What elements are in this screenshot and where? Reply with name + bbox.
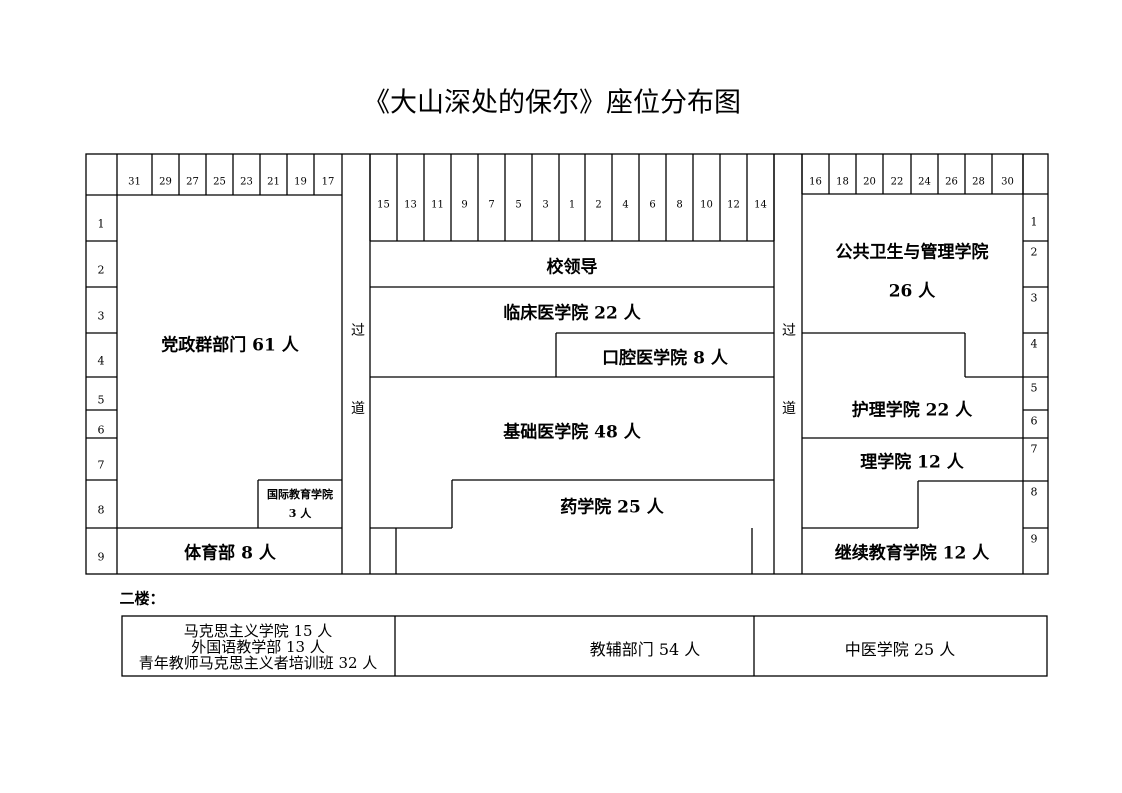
left-aisle-char-2: 道 (351, 401, 365, 417)
seat-number: 30 (1001, 176, 1014, 188)
row-number-right: 4 (1030, 337, 1038, 351)
second-floor-cell-2: 教辅部门 54 人 (589, 640, 701, 659)
row-number-right: 3 (1030, 291, 1038, 305)
second-floor-cell-1: 马克思主义学院 15 人 外国语教学部 13 人 青年教师马克思主义者培训班 3… (139, 623, 378, 671)
row-number-left: 1 (97, 217, 105, 231)
seat-number: 18 (836, 176, 849, 188)
row-number-left: 7 (97, 458, 105, 472)
seat-number: 5 (515, 199, 522, 211)
seat-number: 24 (918, 176, 931, 188)
seat-number: 10 (700, 199, 713, 211)
seat-number: 17 (321, 176, 335, 188)
second-floor-training: 青年教师马克思主义者培训班 32 人 (138, 654, 378, 672)
seat-number: 28 (972, 176, 985, 188)
row-number-left: 5 (97, 393, 105, 406)
seat-number: 25 (213, 176, 226, 188)
seat-number: 3 (542, 199, 549, 211)
seat-number: 27 (186, 176, 199, 188)
row-number-left: 3 (97, 309, 105, 323)
seat-number: 23 (240, 176, 253, 188)
seat-number: 21 (267, 176, 280, 188)
area-lixue: 理学院 12 人 (860, 452, 964, 473)
frame (85, 153, 1049, 575)
second-floor-cell-3: 中医学院 25 人 (844, 640, 956, 659)
area-tiyu: 体育部 8 人 (184, 543, 276, 564)
area-gonggong-name: 公共卫生与管理学院 (835, 242, 989, 263)
row-number-left: 2 (97, 263, 105, 277)
seat-number: 1 (568, 199, 576, 211)
row-number-right: 9 (1030, 532, 1038, 546)
area-huli: 护理学院 22 人 (851, 400, 973, 421)
seat-number: 2 (595, 199, 602, 211)
left-aisle-char-1: 过 (351, 323, 365, 339)
page-title: 《大山深处的保尔》座位分布图 (363, 87, 741, 119)
area-guoji-name: 国际教育学院 (267, 488, 333, 501)
seat-number: 13 (404, 199, 417, 211)
seat-number: 22 (890, 176, 904, 188)
row-number-right: 1 (1030, 215, 1038, 229)
seat-number: 26 (945, 176, 958, 188)
row-number-left: 8 (97, 503, 105, 517)
seat-number: 8 (676, 199, 683, 211)
area-jixu: 继续教育学院 12 人 (834, 543, 990, 564)
seat-number: 12 (727, 199, 740, 211)
row-number-right: 8 (1030, 485, 1038, 499)
second-floor-foreign: 外国语教学部 13 人 (191, 638, 325, 656)
right-aisle-char-2: 道 (782, 401, 796, 417)
area-yaoxue: 药学院 25 人 (560, 497, 664, 518)
area-guoji: 国际教育学院 3 人 (267, 485, 333, 523)
frame (121, 615, 1048, 677)
row-number-right: 2 (1030, 245, 1038, 259)
row-number-left: 9 (97, 550, 105, 564)
seat-number: 20 (863, 176, 876, 188)
area-xiaolingdao: 校领导 (546, 257, 598, 278)
seat-number: 16 (809, 176, 822, 188)
seat-number: 9 (461, 199, 468, 211)
row-number-right: 6 (1030, 414, 1038, 428)
second-floor-label: 二楼： (119, 589, 165, 608)
seat-number: 15 (377, 199, 390, 211)
area-jichu: 基础医学院 48 人 (503, 422, 641, 443)
area-guoji-count: 3 人 (288, 507, 312, 520)
area-dangzheng: 党政群部门 61 人 (161, 335, 299, 356)
seat-number: 7 (488, 199, 495, 211)
row-number-right: 7 (1030, 442, 1038, 456)
area-kouqiang: 口腔医学院 8 人 (602, 348, 728, 369)
row-number-left: 4 (97, 354, 105, 368)
seat-number: 4 (622, 199, 629, 211)
seat-number: 29 (159, 176, 172, 188)
second-floor-marx: 马克思主义学院 15 人 (183, 622, 333, 640)
right-aisle-char-1: 过 (782, 323, 796, 339)
seat-number: 31 (128, 176, 141, 188)
seat-number: 11 (431, 199, 444, 211)
row-number-left: 6 (97, 423, 105, 437)
seat-number: 19 (294, 176, 307, 188)
area-linchuang: 临床医学院 22 人 (503, 303, 641, 324)
seat-number: 14 (754, 199, 767, 211)
seat-number: 6 (649, 199, 656, 211)
row-number-right: 5 (1030, 381, 1038, 395)
area-gonggong-count: 26 人 (888, 281, 936, 302)
